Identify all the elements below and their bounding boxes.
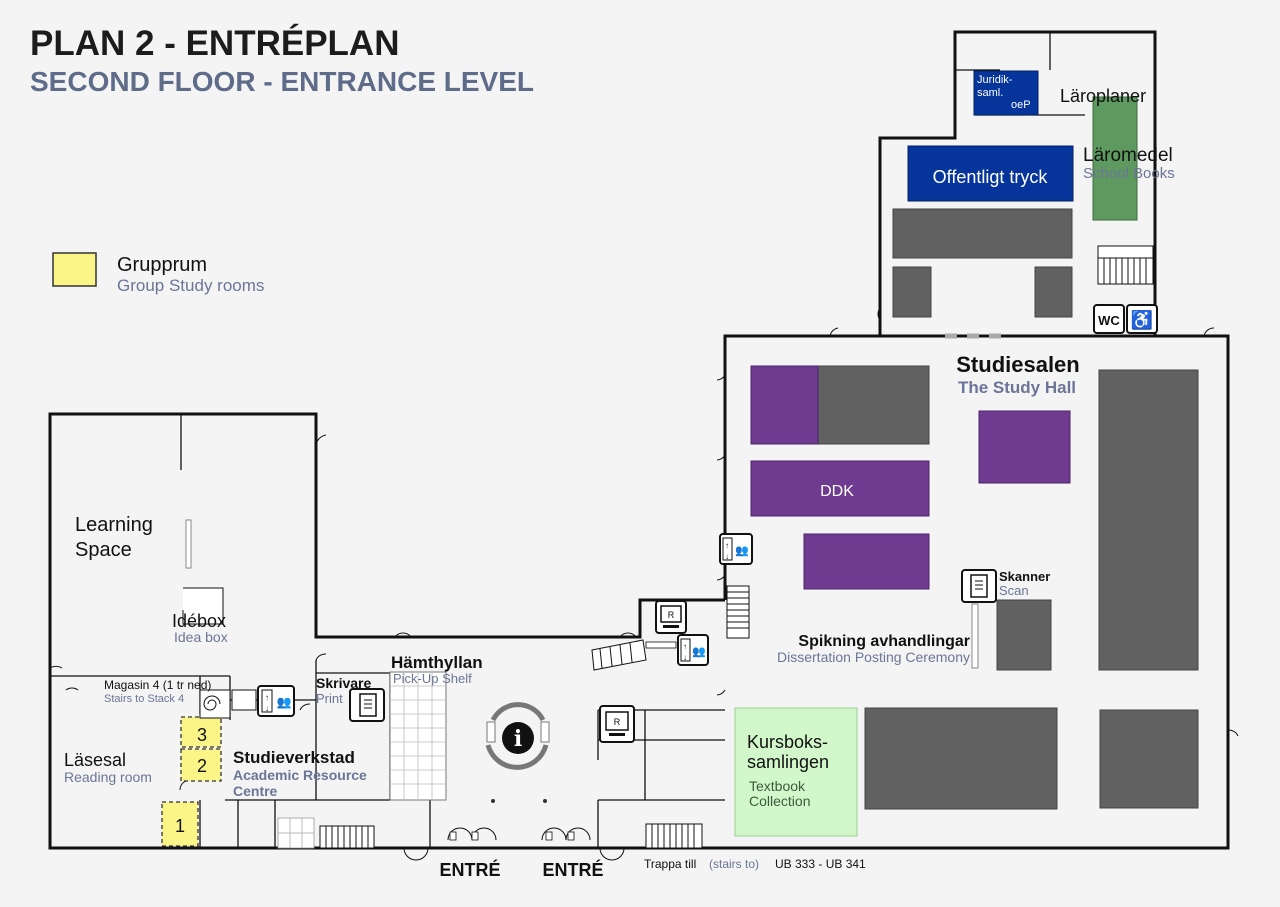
scanner-icon bbox=[961, 569, 997, 603]
computer-icon-2: R bbox=[599, 705, 635, 743]
page-title: PLAN 2 - ENTRÉPLAN bbox=[30, 24, 400, 63]
skanner-label-en: Scan bbox=[999, 583, 1029, 598]
group-room-2 bbox=[180, 748, 222, 782]
svg-text:↓: ↓ bbox=[725, 552, 729, 561]
magasin-label: Magasin 4 (1 tr ned) bbox=[104, 678, 211, 692]
entrance-gates bbox=[447, 827, 591, 841]
info-desk: i bbox=[485, 702, 550, 803]
blue-shelving bbox=[907, 70, 1074, 202]
textbook-collection-area bbox=[734, 707, 858, 837]
kursbok-label-2: samlingen bbox=[747, 752, 829, 772]
elevator-icon-2: ↑ ↓ 👥 bbox=[677, 634, 709, 666]
svg-text:👥: 👥 bbox=[692, 646, 706, 658]
svg-text:R: R bbox=[614, 717, 621, 727]
wheelchair-icon: ♿ bbox=[1126, 304, 1158, 334]
legend: Grupprum Group Study rooms bbox=[52, 252, 264, 295]
group-room-1 bbox=[161, 801, 199, 847]
juridik-label-2: saml. bbox=[977, 87, 1003, 99]
spikning-label-en: Dissertation Posting Ceremony bbox=[777, 649, 970, 665]
learning-space-label-1: Learning bbox=[75, 514, 153, 536]
laromedel-label: Läromedel bbox=[1083, 145, 1173, 166]
studieverkstad-label-en2: Centre bbox=[233, 783, 278, 799]
studieverkstad-label: Studieverkstad bbox=[233, 748, 355, 767]
legend-label-sv: Grupprum bbox=[117, 254, 207, 276]
group-room-2-label: 2 bbox=[197, 756, 207, 776]
offentligt-tryck-label: Offentligt tryck bbox=[933, 167, 1049, 187]
computer-icon: R bbox=[645, 600, 687, 649]
svg-text:↑: ↑ bbox=[265, 693, 269, 702]
svg-text:↓: ↓ bbox=[683, 653, 687, 662]
ddk-label: DDK bbox=[820, 483, 854, 500]
spiral-stairs-icon bbox=[199, 689, 257, 719]
doors bbox=[49, 307, 1239, 861]
kursbok-label-en1: Textbook bbox=[749, 778, 806, 794]
spikning-label: Spikning avhandlingar bbox=[798, 633, 970, 650]
svg-text:↓: ↓ bbox=[265, 704, 269, 713]
juridik-label-1: Juridik- bbox=[977, 74, 1013, 86]
entrance-label-1: ENTRÉ bbox=[439, 859, 500, 880]
skanner-label: Skanner bbox=[999, 569, 1050, 584]
svg-text:👥: 👥 bbox=[277, 695, 292, 709]
entrance-label-2: ENTRÉ bbox=[542, 859, 603, 880]
studiesalen-label-en: The Study Hall bbox=[958, 378, 1076, 397]
skrivare-label: Skrivare bbox=[316, 675, 371, 691]
lasesal-label-en: Reading room bbox=[64, 769, 152, 785]
hamthyllan-label: Hämthyllan bbox=[391, 653, 483, 672]
skrivare-label-en: Print bbox=[316, 691, 343, 706]
svg-text:i: i bbox=[514, 726, 522, 752]
shelving bbox=[817, 208, 1199, 810]
juridik-label-3: oeP bbox=[1011, 99, 1031, 111]
group-room-3 bbox=[180, 716, 222, 748]
idebox-label-en: Idea box bbox=[174, 629, 228, 645]
pick-up-shelf bbox=[277, 671, 447, 849]
elevator-icon: ↑ ↓ 👥 bbox=[257, 685, 295, 717]
studiesalen-label: Studiesalen bbox=[956, 352, 1079, 377]
dissertation-board bbox=[971, 603, 979, 669]
kursbok-label-en2: Collection bbox=[749, 793, 810, 809]
svg-text:WC: WC bbox=[1098, 313, 1120, 328]
school-books-shelf bbox=[1092, 96, 1138, 221]
elevator-icon-3: ↑ ↓ 👥 bbox=[719, 533, 753, 565]
stairs-note-range: UB 333 - UB 341 bbox=[775, 857, 866, 871]
hamthyllan-label-en: Pick-Up Shelf bbox=[393, 671, 472, 686]
ddk-shelving bbox=[750, 365, 1071, 590]
legend-swatch bbox=[52, 252, 97, 287]
page-subtitle: SECOND FLOOR - ENTRANCE LEVEL bbox=[30, 66, 535, 97]
stairs-note-en: (stairs to) bbox=[709, 857, 759, 871]
stairs-icon bbox=[319, 245, 1154, 849]
lasesal-label: Läsesal bbox=[64, 750, 126, 770]
restroom-icon: WC bbox=[1093, 304, 1125, 334]
svg-text:♿: ♿ bbox=[1131, 309, 1153, 330]
studieverkstad-label-en1: Academic Resource bbox=[233, 767, 367, 783]
svg-text:↑: ↑ bbox=[683, 642, 687, 651]
laromedel-label-en: School Books bbox=[1083, 165, 1175, 182]
room-labels: Learning Space Idébox Idea box Magasin 4… bbox=[64, 74, 1175, 880]
idebox-label: Idébox bbox=[172, 611, 226, 631]
kursbok-label-1: Kursboks- bbox=[747, 732, 828, 752]
learning-space-label-2: Space bbox=[75, 539, 132, 561]
svg-text:👥: 👥 bbox=[735, 545, 749, 557]
laroplaner-label: Läroplaner bbox=[1060, 86, 1146, 106]
stairs-note-sv: Trappa till bbox=[644, 857, 696, 871]
printer-icon bbox=[349, 688, 385, 722]
group-study-rooms: 3 2 1 bbox=[161, 716, 222, 847]
info-icon bbox=[502, 722, 534, 754]
legend-label-en: Group Study rooms bbox=[117, 276, 264, 295]
group-room-1-label: 1 bbox=[175, 816, 185, 836]
group-room-3-label: 3 bbox=[197, 725, 207, 745]
svg-text:↑: ↑ bbox=[725, 541, 729, 550]
svg-text:R: R bbox=[668, 610, 675, 620]
magasin-label-en: Stairs to Stack 4 bbox=[104, 693, 184, 705]
